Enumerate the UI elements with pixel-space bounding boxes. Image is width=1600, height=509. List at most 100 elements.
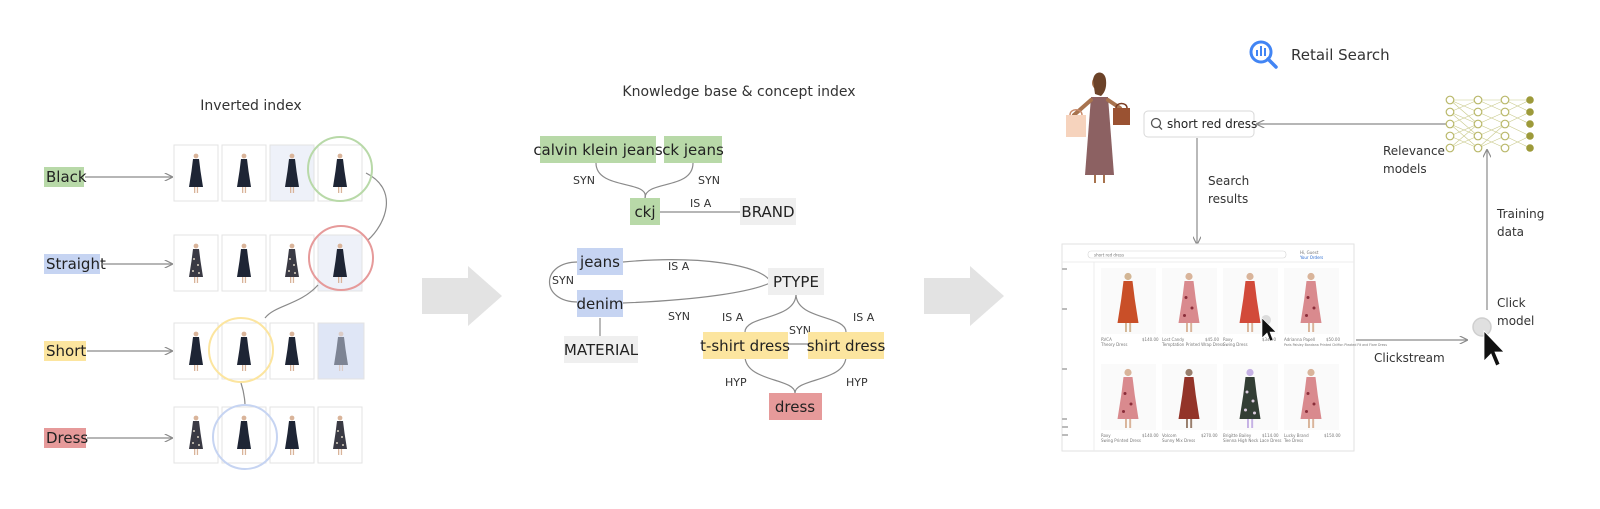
mock-account: Hi, Guest <box>1300 250 1319 255</box>
search-results-label: results <box>1208 192 1248 206</box>
posting-list-short <box>173 322 365 380</box>
node-label: t-shirt dress <box>700 337 790 355</box>
cursor-icon <box>1261 317 1277 342</box>
edge-label-isa: IS A <box>668 260 690 273</box>
training-data-label: data <box>1497 225 1524 239</box>
product-price: $50.00 <box>1326 337 1340 342</box>
product-brand: Volcom <box>1162 433 1177 438</box>
edge-label-syn: SYN <box>552 274 574 287</box>
search-query-text: short red dress <box>1167 117 1257 131</box>
posting-list-straight <box>173 234 363 292</box>
node-label: denim <box>576 295 623 313</box>
edge-label-isa: IS A <box>853 311 875 324</box>
term-label-black: Black <box>46 168 87 186</box>
node-label: jeans <box>579 253 620 271</box>
neural-network-icon <box>1449 99 1531 149</box>
product-name: Tee Dress <box>1283 438 1303 443</box>
node-calvin-klein-jeans <box>540 136 656 163</box>
term-label-straight: Straight <box>46 255 106 273</box>
product-brand: Roxy <box>1223 337 1233 342</box>
node-brand <box>740 198 796 225</box>
inverted-index-section: Inverted index Black Straight Short Dres… <box>44 98 387 470</box>
product-price: $45.00 <box>1205 337 1219 342</box>
posting-list-black <box>173 144 363 202</box>
product-price: $140.00 <box>1142 337 1159 342</box>
match-circle-short <box>208 317 274 383</box>
click-indicator <box>1472 317 1492 337</box>
clickstream-label: Clickstream <box>1374 351 1445 365</box>
node-label: BRAND <box>741 203 794 221</box>
node-material <box>564 336 638 363</box>
node-label: ckj <box>634 203 655 221</box>
product-brand: RVCA <box>1101 337 1112 342</box>
node-label: ck jeans <box>662 141 724 159</box>
edge-label-syn: SYN <box>789 324 811 337</box>
product-brand: Adrianna Papell <box>1284 337 1315 342</box>
edge-label-isa: IS A <box>722 311 744 324</box>
edge-label-syn: SYN <box>698 174 720 187</box>
node-label: shirt dress <box>807 337 886 355</box>
node-dress <box>769 393 822 420</box>
neural-network-nodes <box>1445 95 1534 153</box>
flow-arrow-1 <box>422 266 502 326</box>
product-price: $114.00 <box>1262 433 1279 438</box>
product-name: Paris Paisley Bandana Printed Chiffon Pl… <box>1284 343 1387 347</box>
mock-search-input[interactable] <box>1087 250 1287 259</box>
product-name: Swing Printed Dress <box>1101 438 1141 443</box>
mock-orders: Your Orders <box>1299 255 1323 260</box>
retail-search-title: Retail Search <box>1291 46 1390 64</box>
term-tag-dress <box>44 428 86 448</box>
node-label: calvin klein jeans <box>533 141 663 159</box>
node-ck-jeans <box>664 136 722 163</box>
term-label-dress: Dress <box>46 429 88 447</box>
search-box[interactable] <box>1143 110 1255 138</box>
node-label: MATERIAL <box>564 341 639 359</box>
match-circle-dress <box>212 404 278 470</box>
search-results-label: Search <box>1208 174 1249 188</box>
term-tag-straight <box>44 254 100 274</box>
product-name: Theory Dress <box>1100 342 1127 347</box>
match-circle-black <box>307 136 373 202</box>
shopper-illustration <box>1066 72 1130 183</box>
node-shirt-dress <box>808 332 884 359</box>
node-jeans <box>577 248 623 275</box>
product-price: $150.00 <box>1324 433 1341 438</box>
product-brand: Lucky Brand <box>1284 433 1309 438</box>
edge-label-syn: SYN <box>573 174 595 187</box>
product-price: $270.00 <box>1201 433 1218 438</box>
term-label-short: Short <box>46 342 86 360</box>
relevance-models-label: Relevance <box>1383 144 1445 158</box>
retail-search-section: Retail Search short red dress Search res… <box>1061 40 1544 452</box>
product-name: Sienna High Neck Lace Dress <box>1223 438 1282 443</box>
edge-label-hyp: HYP <box>725 376 747 389</box>
click-model-label: model <box>1497 314 1534 328</box>
edge-label-hyp: HYP <box>846 376 868 389</box>
node-ptype <box>768 268 824 295</box>
retail-search-logo-icon <box>1249 40 1278 69</box>
search-results-page: short red dress Hi, Guest Your Orders RV… <box>1061 243 1387 452</box>
inverted-index-title: Inverted index <box>200 98 301 114</box>
knowledge-base-section: Knowledge base & concept index SYN SYN I… <box>533 84 885 420</box>
term-tag-black <box>44 167 84 187</box>
posting-list-dress <box>173 406 363 464</box>
product-price: $140.00 <box>1142 433 1159 438</box>
edge-label-syn: SYN <box>668 310 690 323</box>
flow-arrow-2 <box>924 266 1004 326</box>
product-name: Swing Dress <box>1223 342 1248 347</box>
mock-search-text: short red dress <box>1094 253 1124 258</box>
product-name: Temptation Printed Wrap Dress <box>1161 342 1224 347</box>
product-name: Sunny Mix Dress <box>1162 438 1195 443</box>
cursor-icon <box>1483 330 1505 367</box>
product-brand: Lost Candy <box>1162 337 1185 342</box>
click-model-label: Click <box>1497 296 1526 310</box>
match-circle-straight <box>308 225 374 291</box>
node-label: dress <box>775 398 815 416</box>
edge-label-isa: IS A <box>690 197 712 210</box>
node-tshirt-dress <box>703 332 788 359</box>
knowledge-base-title: Knowledge base & concept index <box>622 84 855 100</box>
search-icon <box>1150 117 1162 129</box>
product-brand: Brigitte Bailey <box>1223 433 1252 438</box>
product-brand: Roxy <box>1101 433 1111 438</box>
